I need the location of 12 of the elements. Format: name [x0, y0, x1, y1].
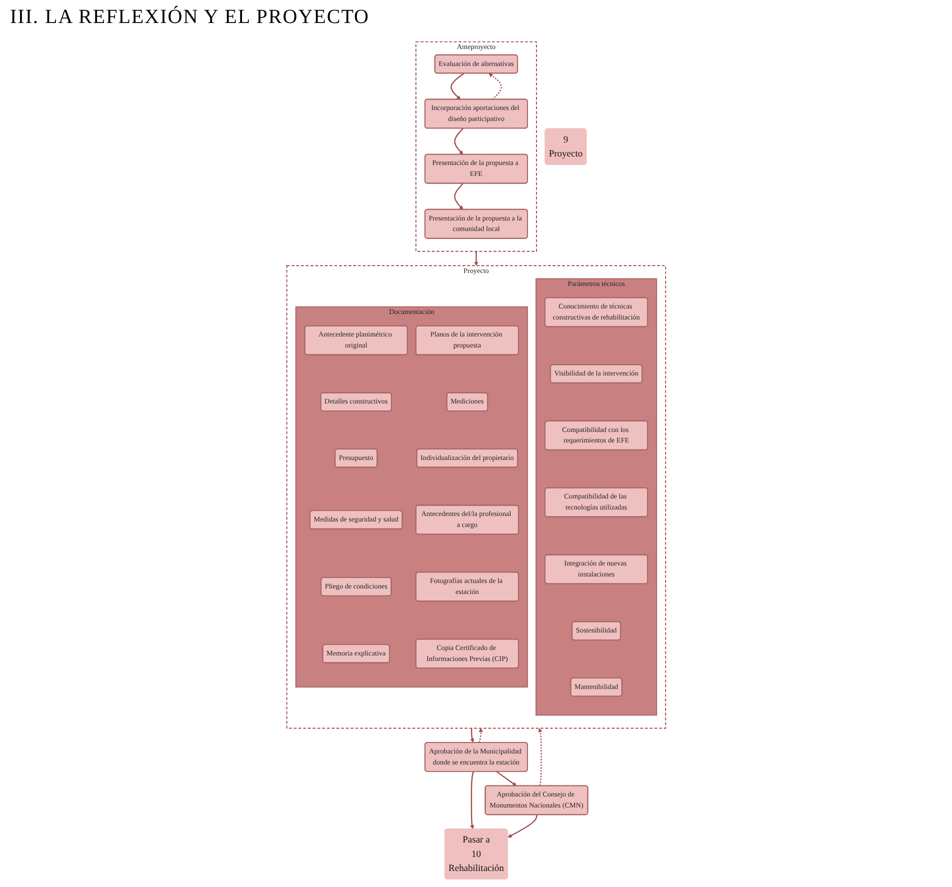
arrow: [496, 771, 516, 786]
arrow: [470, 772, 474, 830]
arrow: [474, 251, 478, 266]
arrow: [478, 728, 483, 743]
arrow: [538, 728, 542, 786]
arrow: [454, 128, 464, 155]
arrow: [470, 728, 474, 743]
arrow: [488, 73, 502, 100]
arrow: [450, 72, 464, 100]
arrow: [508, 814, 538, 838]
arrow: [454, 183, 464, 210]
page-title: III. LA REFLEXIÓN Y EL PROYECTO: [10, 6, 370, 30]
